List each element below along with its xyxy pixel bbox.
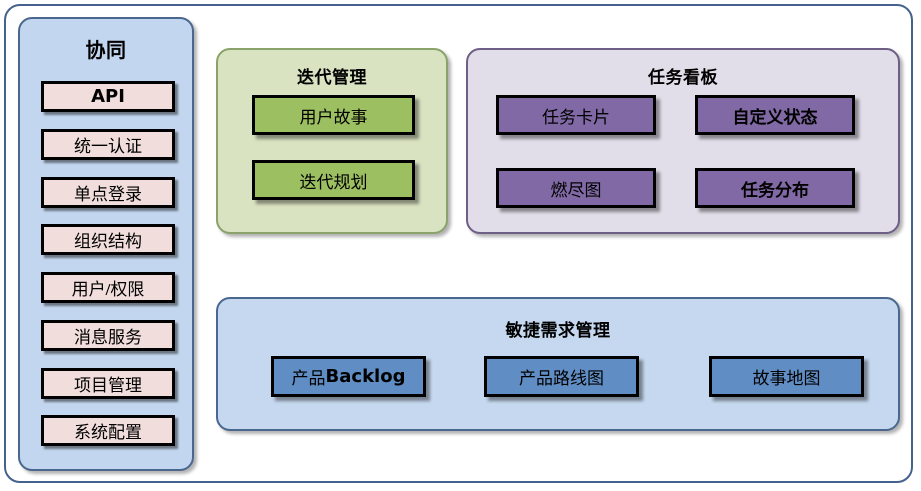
iteration-box-user-story[interactable]: 用户故事 <box>252 95 415 135</box>
iteration-box-iteration-planning[interactable]: 迭代规划 <box>252 160 415 200</box>
panel-iteration-management[interactable]: 迭代管理 用户故事 迭代规划 <box>216 48 448 234</box>
panel-collaboration-title: 协同 <box>85 38 127 62</box>
box-label: 任务分布 <box>741 180 809 200</box>
box-label: 用户故事 <box>299 107 368 127</box>
panel-iteration-management-title: 迭代管理 <box>297 68 367 88</box>
sidebar-item-label: 用户/权限 <box>71 280 145 299</box>
sidebar-item-label: 项目管理 <box>74 376 142 395</box>
sidebar-item-single-sign-on[interactable]: 单点登录 <box>41 177 175 208</box>
box-label: 迭代规划 <box>299 172 368 192</box>
taskboard-box-task-distribution[interactable]: 任务分布 <box>695 168 855 208</box>
panel-task-board-title: 任务看板 <box>648 68 718 88</box>
sidebar-item-label: 系统配置 <box>74 423 142 442</box>
sidebar-item-label: 消息服务 <box>74 328 142 347</box>
sidebar-item-project-management[interactable]: 项目管理 <box>41 368 175 399</box>
box-label-cjk: 故事地图 <box>752 369 821 388</box>
taskboard-box-task-card[interactable]: 任务卡片 <box>496 95 656 135</box>
panel-task-board[interactable]: 任务看板 任务卡片 自定义状态 燃尽图 任务分布 <box>466 48 900 234</box>
box-label: 自定义状态 <box>732 107 818 127</box>
sidebar-item-message-service[interactable]: 消息服务 <box>41 320 175 351</box>
box-label-cjk: 产品 <box>291 369 326 388</box>
taskboard-box-custom-status[interactable]: 自定义状态 <box>695 95 855 135</box>
box-label-cjk: 产品路线图 <box>519 369 604 388</box>
agile-box-product-roadmap[interactable]: 产品路线图 <box>484 356 639 397</box>
sidebar-item-system-config[interactable]: 系统配置 <box>41 415 175 446</box>
sidebar-item-label: 统一认证 <box>74 137 142 156</box>
box-label: 燃尽图 <box>550 180 602 200</box>
sidebar-item-org-structure[interactable]: 组织结构 <box>41 224 175 255</box>
sidebar-item-unified-auth[interactable]: 统一认证 <box>41 129 175 160</box>
sidebar-item-label: 组织结构 <box>74 232 142 251</box>
sidebar-item-label: API <box>91 86 125 107</box>
panel-agile-requirements-title: 敏捷需求管理 <box>505 321 611 341</box>
box-label-latin: Backlog <box>325 366 406 387</box>
agile-box-story-map[interactable]: 故事地图 <box>709 356 864 397</box>
sidebar-item-label: 单点登录 <box>74 185 142 204</box>
panel-collaboration[interactable]: 协同 API 统一认证 单点登录 组织结构 用户/权限 消息服务 项目管理 系统… <box>18 17 194 471</box>
taskboard-box-burndown-chart[interactable]: 燃尽图 <box>496 168 656 208</box>
sidebar-item-user-permission[interactable]: 用户/权限 <box>41 272 175 303</box>
box-label: 任务卡片 <box>542 107 610 127</box>
sidebar-item-api[interactable]: API <box>41 81 175 112</box>
